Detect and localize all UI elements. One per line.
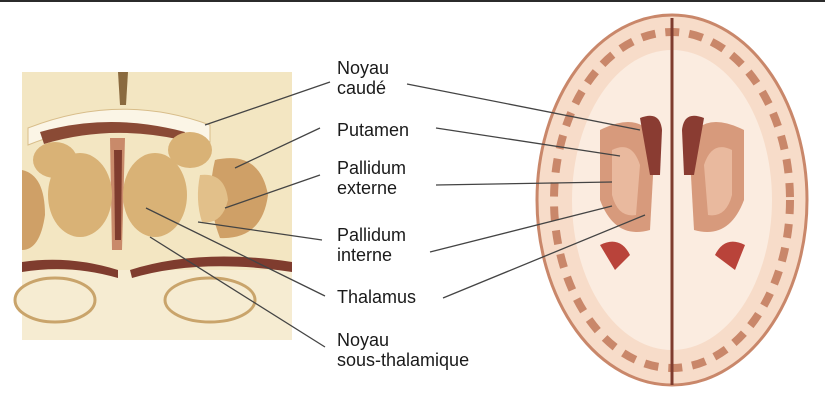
- axial-section: [537, 15, 807, 385]
- label-line: Noyau: [337, 58, 389, 78]
- label-line: Thalamus: [337, 287, 416, 307]
- label-line: externe: [337, 178, 406, 198]
- label-pallidum-externe: Pallidum externe: [337, 158, 406, 198]
- label-line: interne: [337, 245, 406, 265]
- label-line: sous-thalamique: [337, 350, 469, 370]
- label-line: caudé: [337, 78, 389, 98]
- label-line: Putamen: [337, 120, 409, 140]
- label-line: Pallidum: [337, 225, 406, 245]
- label-pallidum-interne: Pallidum interne: [337, 225, 406, 265]
- label-putamen: Putamen: [337, 120, 409, 140]
- label-line: Noyau: [337, 330, 469, 350]
- label-thalamus: Thalamus: [337, 287, 416, 307]
- label-line: Pallidum: [337, 158, 406, 178]
- label-noyau-caude: Noyau caudé: [337, 58, 389, 98]
- label-noyau-sous-thalamique: Noyau sous-thalamique: [337, 330, 469, 370]
